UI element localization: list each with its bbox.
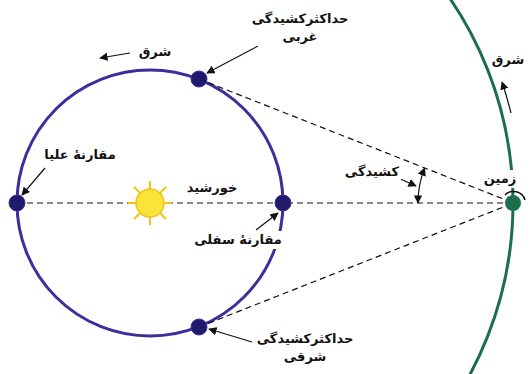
direction-label: شرق [137,43,174,61]
angle-label: کشیدگی [343,163,401,181]
earth-orbit [0,0,513,374]
leader-lines [22,46,511,342]
sight-lines [17,79,506,327]
direction-label: شرق [490,51,527,69]
angle-arc [418,168,425,203]
planet-orbit [17,70,283,336]
earth-symbol [505,191,525,211]
body-label: خورشید [185,179,240,197]
position-label: حداکثرکشیدگی غربی [248,10,352,45]
sun-symbol [128,181,172,225]
position-label: حداکثرکشیدگی شرقی [253,330,357,365]
body-label: زمین [482,170,519,188]
planet-dots [9,71,291,335]
position-label: مقارنهٔ سفلی [192,231,284,249]
position-label: مقارنهٔ علیا [42,146,117,164]
